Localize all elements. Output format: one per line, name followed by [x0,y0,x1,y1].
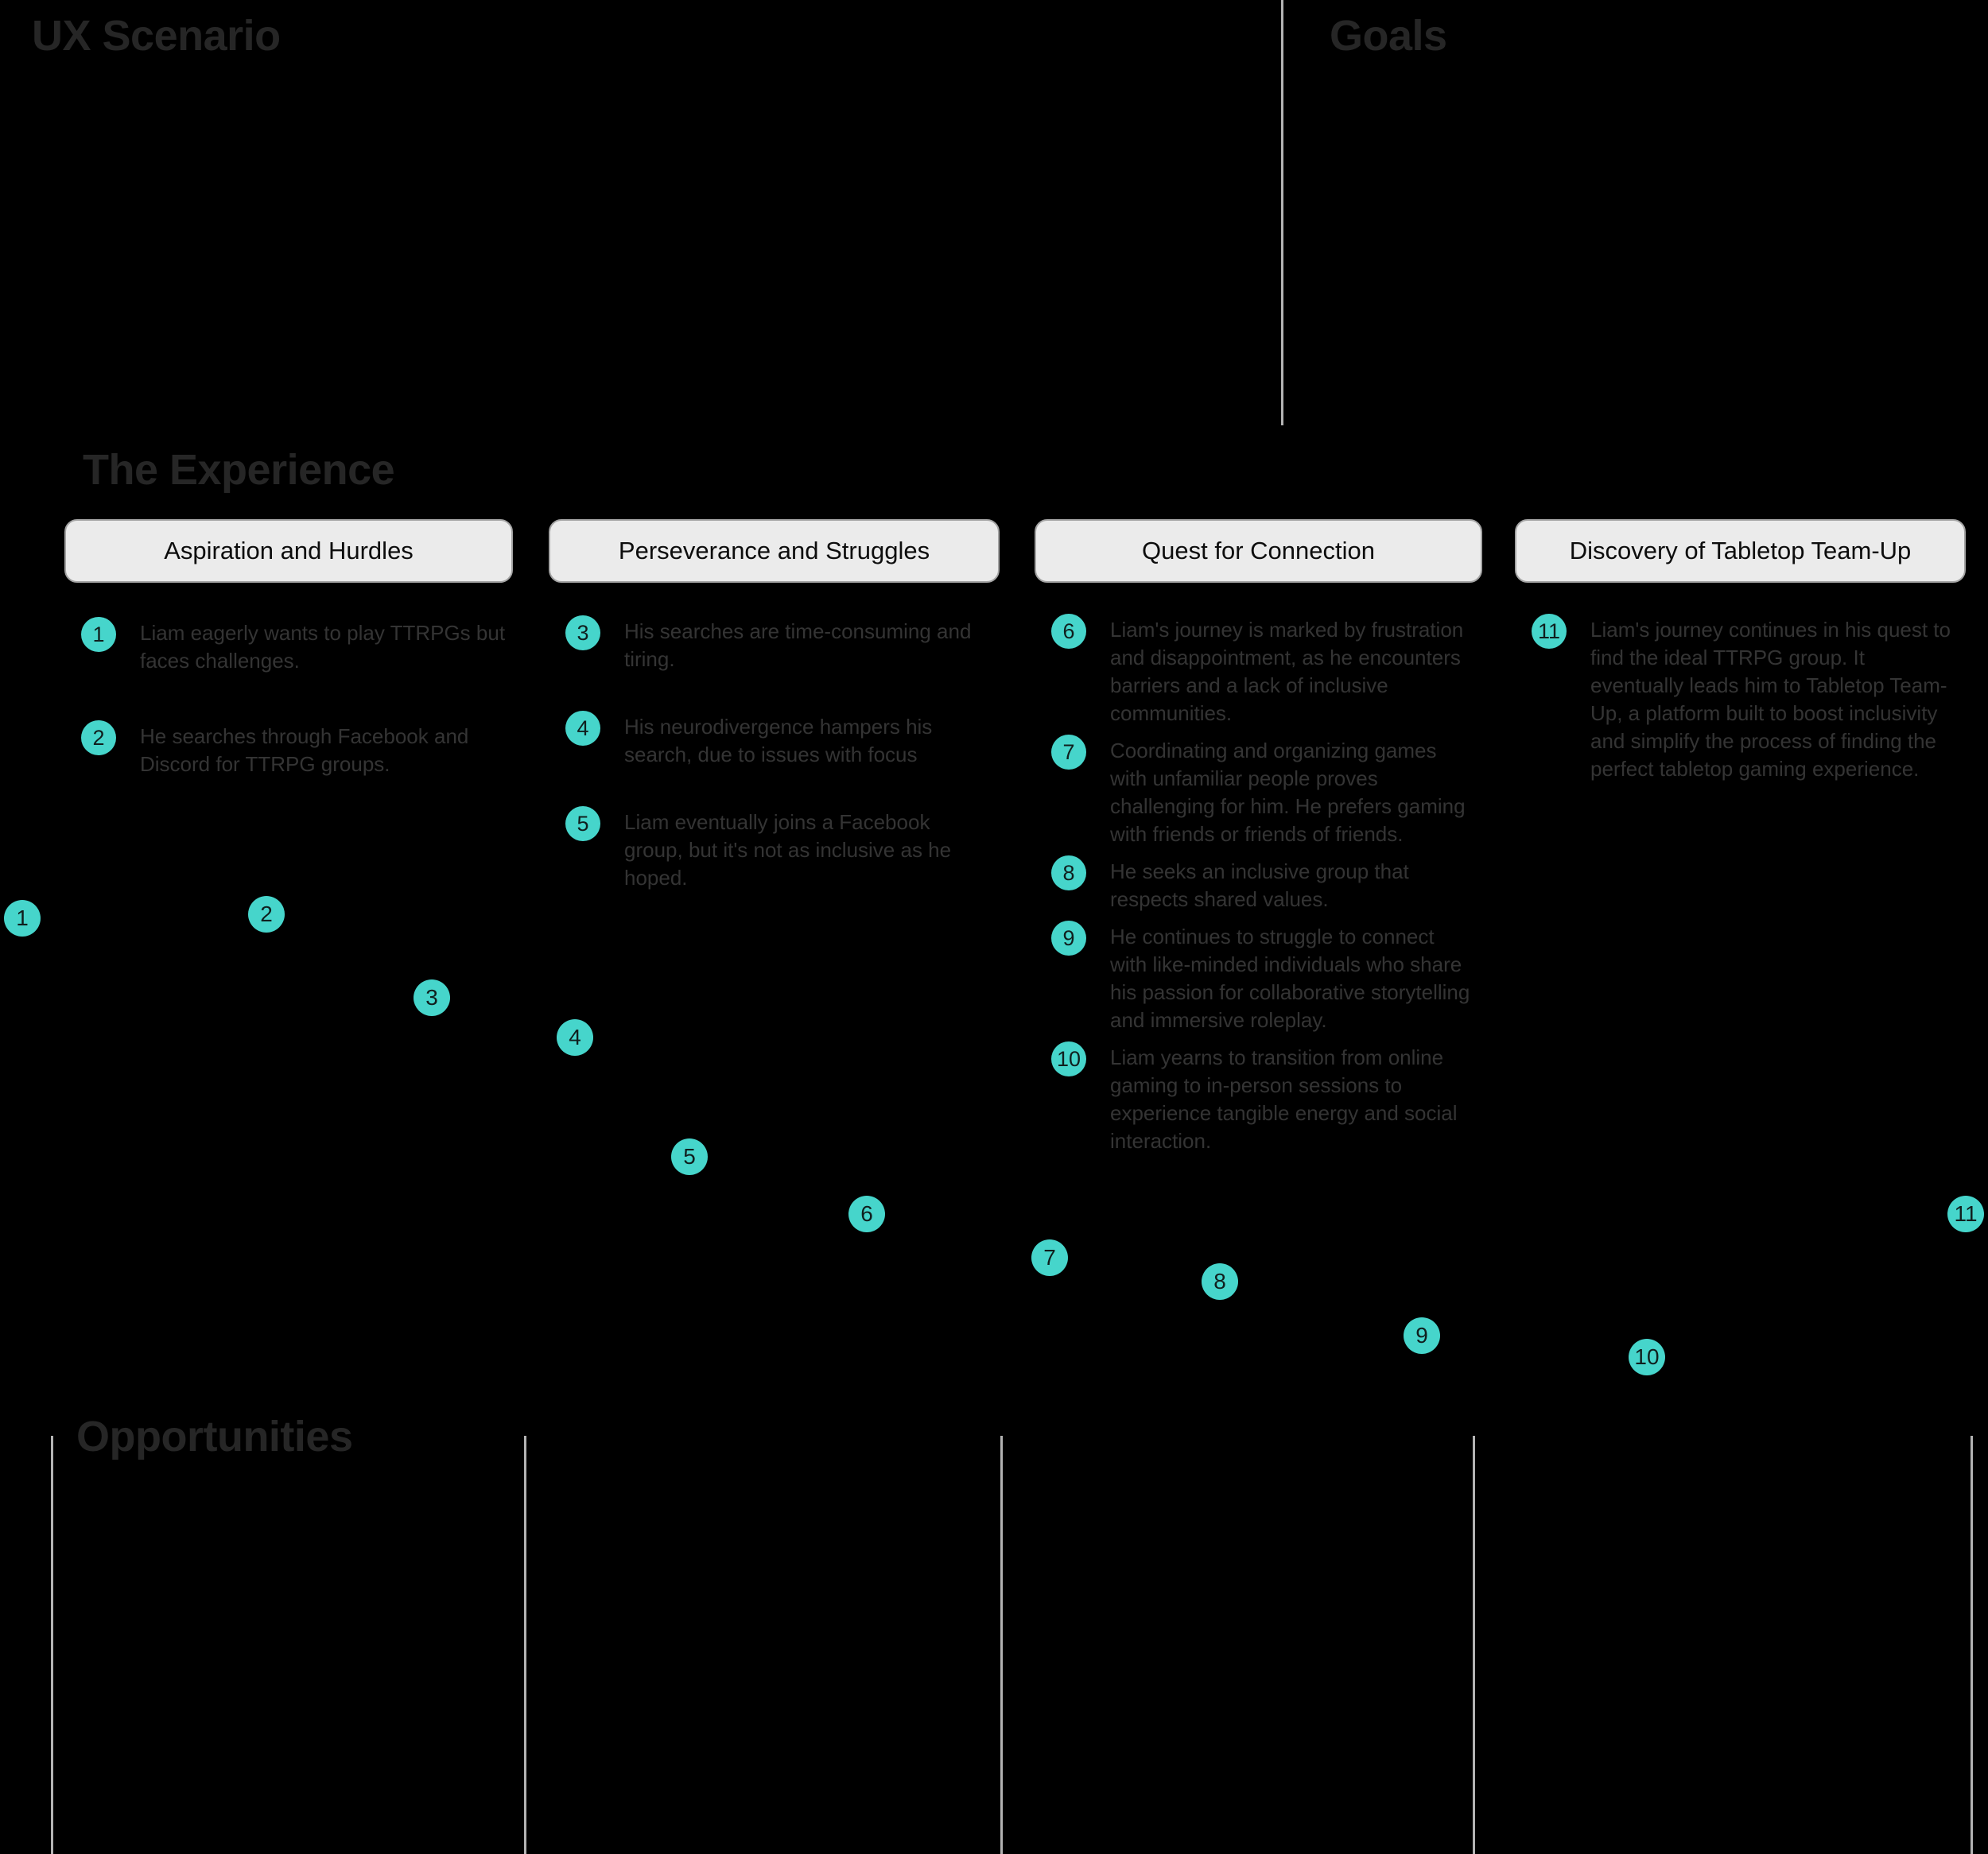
step-number-badge-3: 3 [565,615,600,650]
phase-column-2: Perseverance and Struggles 3 His searches … [549,519,1000,892]
experience-item-text: His neurodivergence hampers his search, … [624,715,933,766]
phase-column-3: Quest for Connection 6 Liam's journey is m… [1035,519,1482,1155]
journey-point-2: 2 [248,896,285,933]
phase-column-1: Aspiration and Hurdles 1 Liam eagerly want… [64,519,513,778]
opportunities-column-line [1473,1436,1475,1854]
opportunities-column-line [1000,1436,1003,1854]
experience-item-text: He seeks an inclusive group that respect… [1110,859,1409,911]
journey-point-1: 1 [4,900,41,937]
step-number-badge-4: 4 [565,711,600,746]
phase-items: 1 Liam eagerly wants to play TTRPGs but f… [64,617,513,778]
phase-pill-4: Discovery of Tabletop Team-Up [1515,519,1966,583]
experience-item-text: Coordinating and organizing games with u… [1110,739,1466,846]
experience-item-2: 2 He searches through Facebook and Discor… [64,720,513,778]
experience-item-11: 11 Liam's journey continues in his quest … [1515,614,1966,783]
journey-point-5: 5 [671,1138,708,1175]
experience-item-7: 7 Coordinating and organizing games with … [1035,735,1482,848]
experience-item-10: 10 Liam yearns to transition from online … [1035,1041,1482,1155]
experience-item-text: He continues to struggle to connect with… [1110,925,1470,1032]
goals-title: Goals [1330,12,1447,60]
experience-item-text: Liam's journey is marked by frustration … [1110,618,1464,725]
experience-item-8: 8 He seeks an inclusive group that respec… [1035,855,1482,913]
journey-point-9: 9 [1404,1317,1440,1354]
page-title: UX Scenario [32,12,281,60]
experience-item-9: 9 He continues to struggle to connect wit… [1035,921,1482,1034]
experience-item-1: 1 Liam eagerly wants to play TTRPGs but f… [64,617,513,675]
journey-point-6: 6 [848,1196,885,1232]
step-number-badge-9: 9 [1051,921,1086,956]
experience-title: The Experience [83,446,395,494]
step-number-badge-7: 7 [1051,735,1086,770]
experience-item-6: 6 Liam's journey is marked by frustration… [1035,614,1482,727]
phase-items: 11 Liam's journey continues in his quest … [1515,614,1966,783]
experience-item-text: Liam's journey continues in his quest to… [1590,618,1951,781]
step-number-badge-2: 2 [81,720,116,755]
experience-item-3: 3 His searches are time-consuming and tir… [549,615,1000,673]
experience-item-5: 5 Liam eventually joins a Facebook group,… [549,806,1000,892]
step-number-badge-8: 8 [1051,855,1086,890]
step-number-badge-5: 5 [565,806,600,841]
journey-point-4: 4 [557,1019,593,1056]
opportunities-column-line [51,1436,53,1854]
journey-point-7: 7 [1031,1239,1068,1276]
experience-item-4: 4 His neurodivergence hampers his search,… [549,711,1000,769]
journey-point-10: 10 [1629,1339,1665,1375]
step-number-badge-11: 11 [1532,614,1567,649]
phase-pill-2: Perseverance and Struggles [549,519,1000,583]
step-number-badge-6: 6 [1051,614,1086,649]
journey-point-8: 8 [1202,1263,1238,1300]
step-number-badge-10: 10 [1051,1041,1086,1076]
journey-point-11: 11 [1947,1196,1984,1232]
phase-items: 3 His searches are time-consuming and tir… [549,615,1000,892]
opportunities-column-line [1971,1436,1973,1854]
phase-items: 6 Liam's journey is marked by frustration… [1035,614,1482,1155]
opportunities-column-line [524,1436,526,1854]
phase-pill-1: Aspiration and Hurdles [64,519,513,583]
experience-item-text: His searches are time-consuming and tiri… [624,619,972,671]
phase-column-4: Discovery of Tabletop Team-Up 11 Liam's jo… [1515,519,1966,783]
experience-item-text: Liam eventually joins a Facebook group, … [624,810,952,890]
journey-point-3: 3 [414,979,450,1016]
opportunities-title: Opportunities [76,1413,353,1460]
experience-item-text: Liam eagerly wants to play TTRPGs but fa… [140,621,506,673]
step-number-badge-1: 1 [81,617,116,652]
experience-item-text: He searches through Facebook and Discord… [140,724,469,776]
goals-divider-line [1281,0,1283,425]
phase-pill-3: Quest for Connection [1035,519,1482,583]
experience-item-text: Liam yearns to transition from online ga… [1110,1045,1458,1153]
